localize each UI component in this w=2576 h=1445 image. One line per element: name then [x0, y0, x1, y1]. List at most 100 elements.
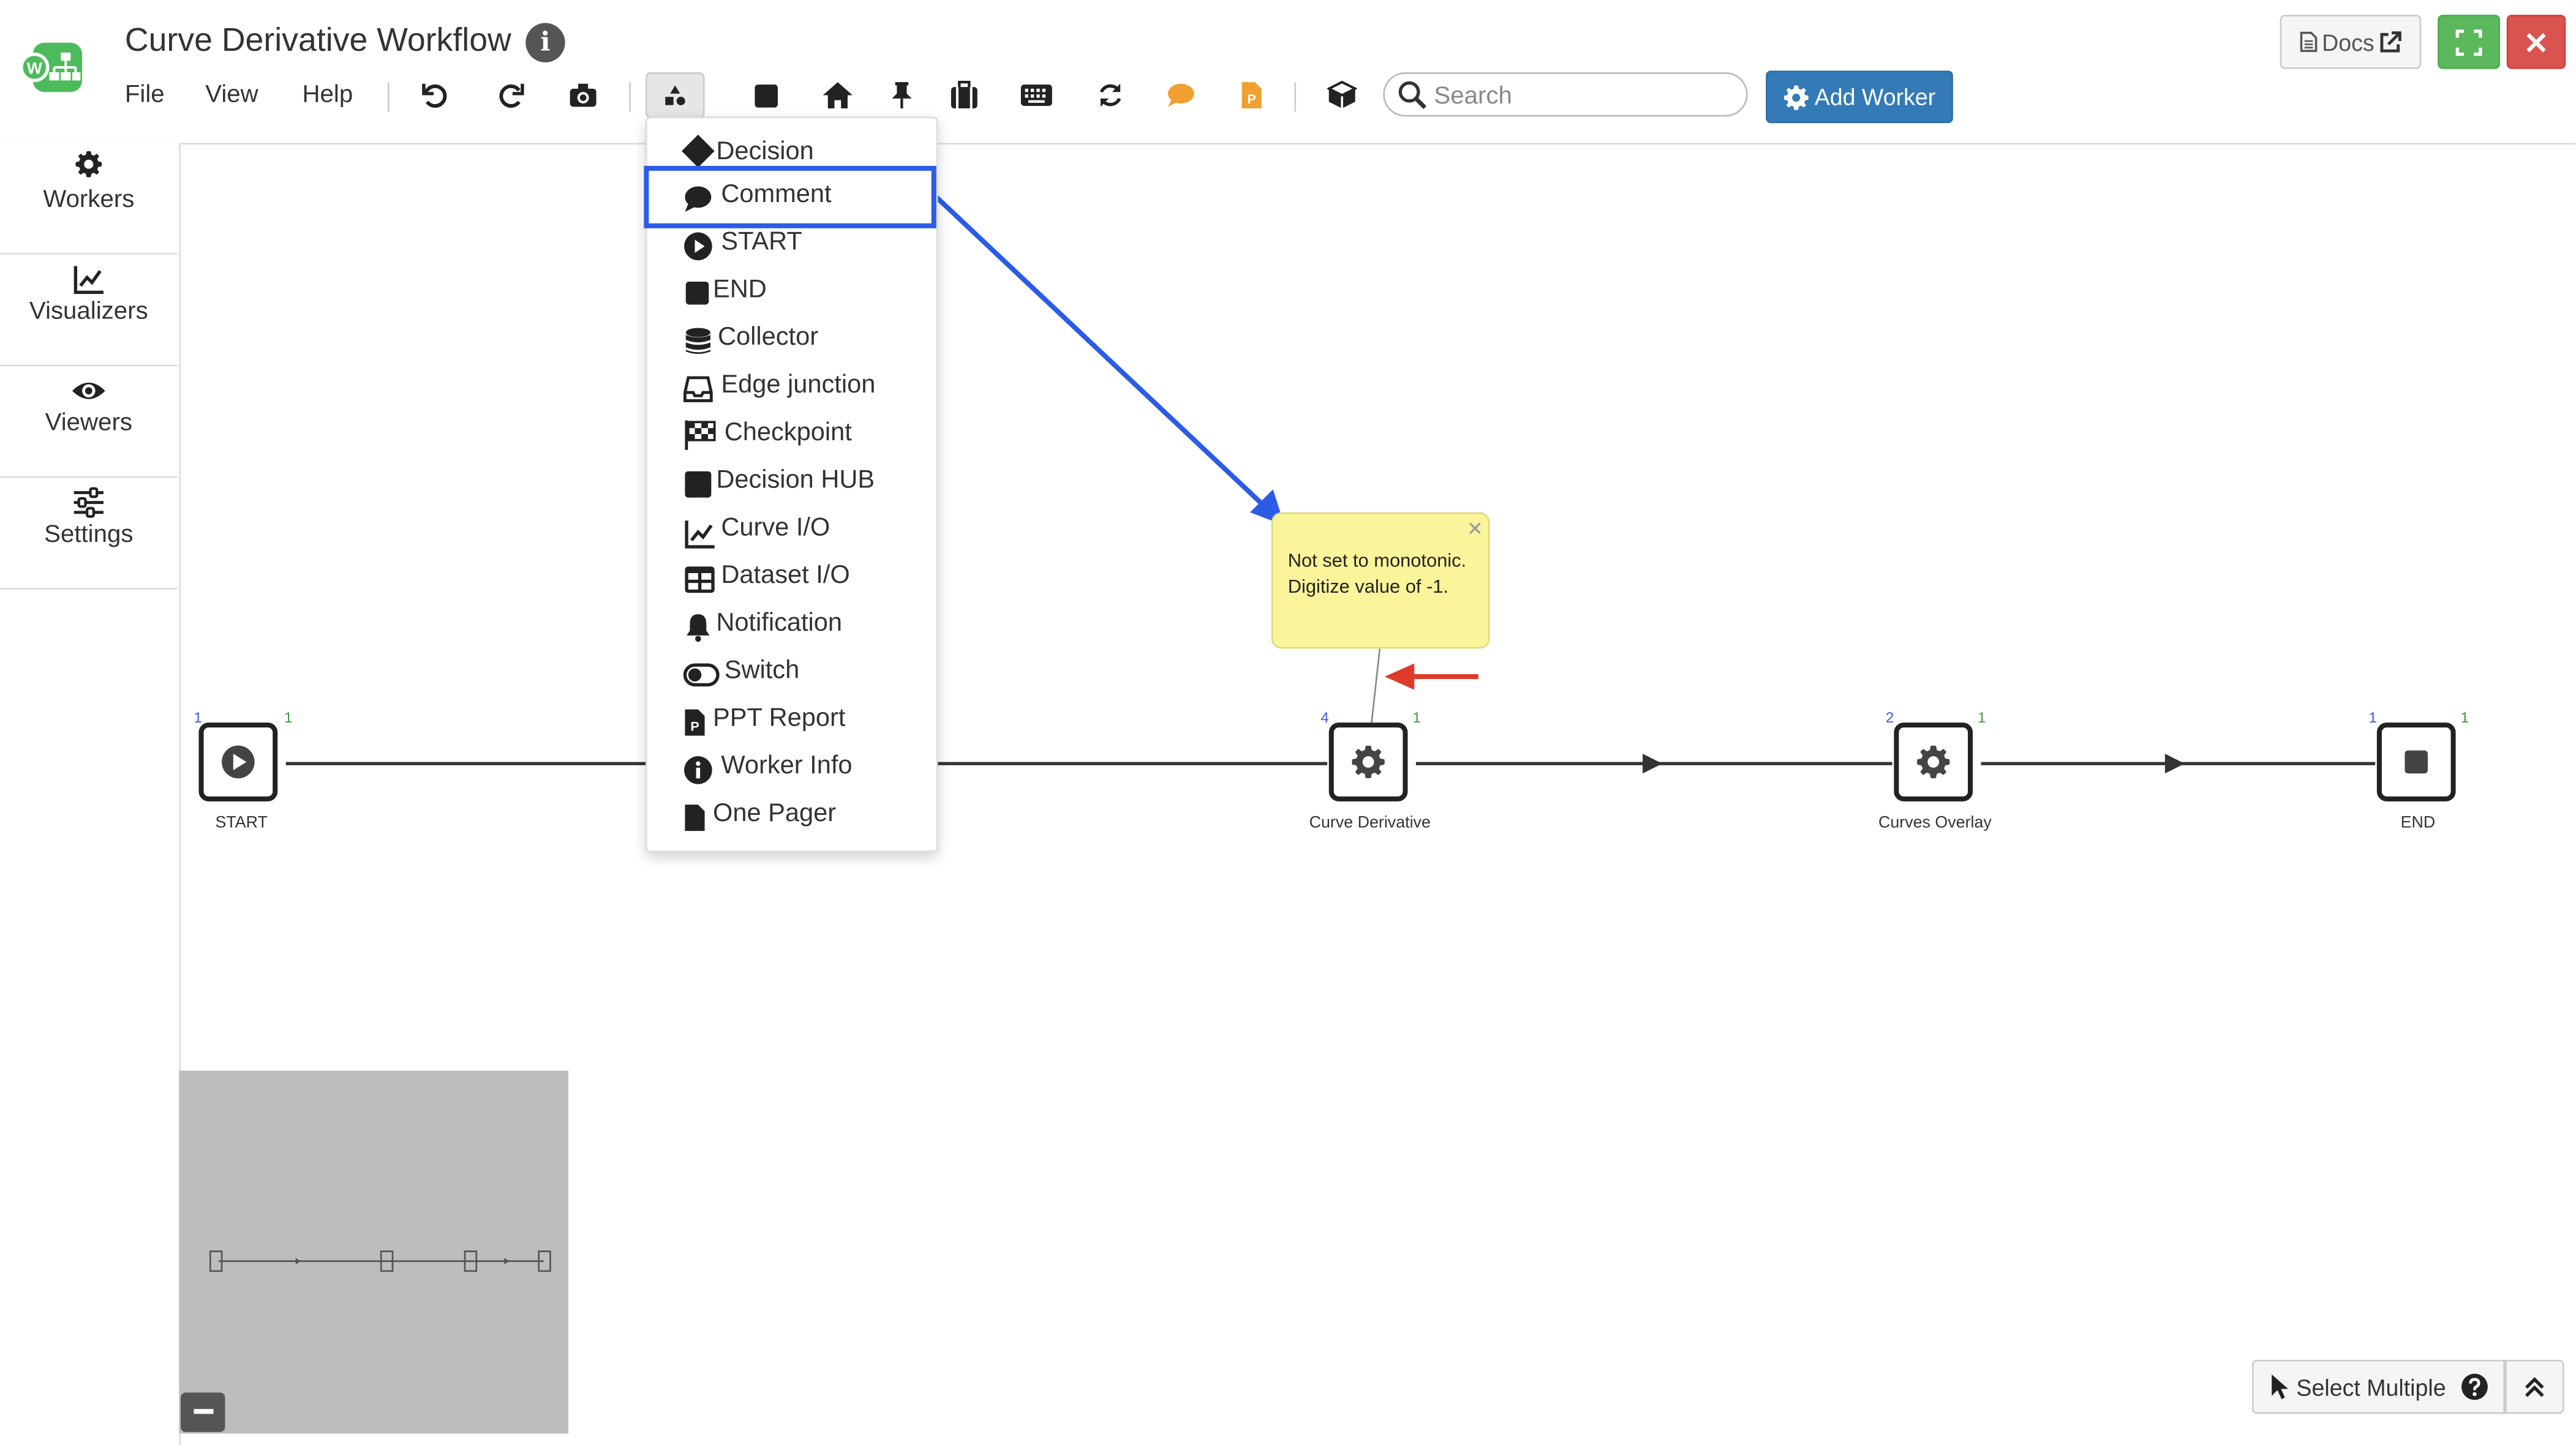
collapse-toolbar-button[interactable] — [2505, 1359, 2564, 1414]
menu-help[interactable]: Help — [302, 80, 353, 109]
sidebar-item-workers[interactable]: Workers — [0, 143, 178, 255]
dropdown-item-label: Edge junction — [721, 371, 876, 399]
menu-file[interactable]: File — [124, 80, 165, 109]
annotation-arrowhead-red — [1384, 663, 1415, 690]
dropdown-item-switch[interactable]: Switch — [647, 652, 936, 698]
toolbar-divider — [387, 82, 390, 112]
dropdown-item-edge-junction[interactable]: Edge junction — [647, 366, 936, 412]
refresh-icon[interactable] — [1091, 75, 1130, 114]
annotation-arrow-blue — [934, 195, 1280, 521]
node-output-port: 1 — [2460, 709, 2469, 726]
workflow-node-curves-overlay[interactable] — [1894, 722, 1973, 801]
dropdown-item-label: Checkpoint — [724, 418, 852, 447]
sidebar-item-viewers[interactable]: Viewers — [0, 366, 178, 478]
redo-icon[interactable] — [491, 75, 530, 114]
node-label: Curves Overlay — [1878, 814, 1992, 833]
question-circle-icon[interactable] — [2461, 1373, 2489, 1401]
ppt-file-icon: P — [685, 709, 705, 736]
dropdown-item-label: START — [721, 228, 802, 257]
sliders-icon — [73, 487, 104, 518]
ppt-file-icon[interactable]: P — [1232, 75, 1271, 114]
dropdown-item-notification[interactable]: Notification — [647, 604, 936, 650]
dropdown-item-label: One Pager — [712, 800, 837, 828]
dropdown-item-decision-hub[interactable]: Decision HUB — [647, 462, 936, 508]
add-worker-label: Add Worker — [1814, 83, 1936, 110]
fullscreen-button[interactable] — [2438, 15, 2501, 69]
search-box[interactable] — [1383, 72, 1748, 117]
svg-text:P: P — [690, 719, 699, 734]
node-output-port: 1 — [1412, 709, 1421, 726]
comment-icon[interactable] — [1161, 75, 1200, 114]
add-worker-button[interactable]: Add Worker — [1766, 70, 1953, 124]
suitcase-icon[interactable] — [944, 75, 984, 114]
camera-icon[interactable] — [563, 75, 603, 114]
minimap-collapse-button[interactable] — [181, 1392, 225, 1432]
home-icon[interactable] — [818, 75, 857, 114]
comment-connector — [1371, 648, 1381, 723]
play-icon — [222, 745, 255, 779]
workflow-node-end[interactable] — [2376, 722, 2456, 801]
dropdown-item-start[interactable]: START — [647, 223, 936, 269]
search-input[interactable] — [1431, 77, 1743, 114]
dropdown-item-collector[interactable]: Collector — [647, 318, 936, 364]
sidebar-item-label: Viewers — [45, 408, 133, 437]
square-icon[interactable] — [746, 75, 785, 114]
node-input-port: 1 — [2368, 709, 2377, 726]
workflow-node-curve-derivative[interactable] — [1328, 722, 1408, 801]
comment-note[interactable]: ✕ Not set to monotonic. Digitize value o… — [1271, 512, 1490, 649]
dropdown-item-ppt-report[interactable]: P PPT Report — [647, 700, 936, 746]
eye-icon — [72, 382, 105, 399]
dropdown-item-label: Worker Info — [721, 752, 853, 780]
bell-icon — [687, 614, 710, 642]
dropdown-item-label: Dataset I/O — [721, 561, 850, 590]
dropdown-item-label: Comment — [721, 181, 832, 209]
dropdown-item-label: Curve I/O — [721, 514, 830, 542]
dropdown-item-checkpoint[interactable]: Checkpoint — [647, 414, 936, 460]
gear-icon — [1783, 84, 1808, 110]
sidebar: Workers Visualizers Viewers Settings — [0, 143, 181, 1445]
stop-icon — [2405, 750, 2428, 774]
keyboard-icon[interactable] — [1017, 75, 1056, 114]
sidebar-item-settings[interactable]: Settings — [0, 478, 178, 590]
app-header: W Curve Derivative Workflow i File View … — [0, 0, 2576, 145]
pin-icon[interactable] — [882, 75, 921, 114]
close-icon[interactable]: ✕ — [1466, 517, 1483, 541]
dropdown-item-worker-info[interactable]: Worker Info — [647, 747, 936, 793]
dropdown-item-label: PPT Report — [712, 704, 846, 733]
comment-text-line: Not set to monotonic. — [1287, 552, 1467, 572]
gear-icon — [75, 151, 102, 178]
close-icon — [2526, 32, 2546, 52]
dropdown-item-one-pager[interactable]: One Pager — [647, 795, 936, 841]
dropdown-item-curve-io[interactable]: Curve I/O — [647, 509, 936, 555]
menu-view[interactable]: View — [205, 80, 258, 109]
dropdown-item-label: Decision HUB — [716, 466, 875, 495]
info-icon[interactable]: i — [525, 23, 565, 62]
node-input-port: 1 — [194, 709, 202, 726]
inbox-icon — [683, 376, 713, 402]
workflow-node-start[interactable] — [198, 722, 278, 801]
app-logo: W — [20, 42, 83, 92]
dropdown-item-comment[interactable]: Comment — [647, 176, 936, 222]
stop-icon — [685, 281, 709, 305]
close-button[interactable] — [2506, 15, 2566, 69]
dropdown-item-end[interactable]: END — [647, 271, 936, 317]
docs-button[interactable]: Docs — [2280, 15, 2422, 69]
dropdown-item-dataset-io[interactable]: Dataset I/O — [647, 557, 936, 602]
dropdown-item-decision[interactable]: Decision — [647, 128, 936, 174]
svg-text:W: W — [27, 59, 43, 78]
svg-text:P: P — [1248, 92, 1256, 107]
shapes-icon[interactable] — [646, 72, 705, 119]
cube-icon[interactable] — [1322, 75, 1361, 114]
comment-text-line: Digitize value of -1. — [1287, 578, 1448, 598]
edge-arrow — [1643, 754, 1663, 774]
cursor-icon — [2272, 1374, 2289, 1400]
select-multiple-button[interactable]: Select Multiple — [2252, 1359, 2506, 1414]
node-label: START — [215, 814, 268, 833]
gear-icon — [1916, 745, 1950, 779]
file-icon — [685, 805, 705, 831]
undo-icon[interactable] — [416, 75, 455, 114]
sidebar-item-visualizers[interactable]: Visualizers — [0, 255, 178, 367]
minimap[interactable] — [179, 1070, 568, 1434]
file-icon — [2299, 31, 2317, 52]
node-label: Curve Derivative — [1309, 814, 1431, 833]
